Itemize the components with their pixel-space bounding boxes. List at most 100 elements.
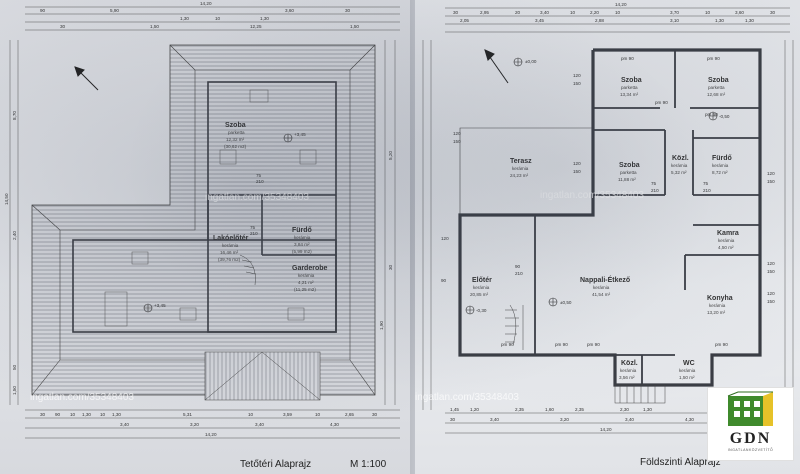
gf-room-name-kozl2: Közl. <box>621 360 638 367</box>
bottom-dimension-texts: 30 90 10 1,30 10 1,30 5,31 10 3,59 10 2,… <box>40 412 378 437</box>
top-dimension-lines <box>25 6 400 31</box>
room-lakoeloter: Lakóelőtér kerámia 16,46 m² (39,76 m2) <box>213 235 249 262</box>
gdn-logo: GDN INGATLANKÖZVETÍTŐ <box>707 387 794 461</box>
dim-bottom-14: 3,40 <box>255 422 264 427</box>
gf-room-line-kozl-1: 5,32 m² <box>671 170 687 175</box>
dim-bottom-2: 10 <box>70 412 76 417</box>
gf-win-5: 150 <box>453 139 461 144</box>
dim-side-7: 1,50 <box>12 386 17 395</box>
gf-dim-bottom-7: 30 <box>450 417 456 422</box>
room-line-szoba-1: 12,32 m² <box>226 137 245 142</box>
gf-dim-top-11: 30 <box>770 10 776 15</box>
gf-dim-top-4: 3,40 <box>540 10 549 15</box>
gf-dim-bottom-11: 4,30 <box>685 417 694 422</box>
gf-sill-6: pm 60 <box>705 112 718 117</box>
gf-dim-bottom-10: 3,40 <box>625 417 634 422</box>
room-line-lakoeloter-0: kerámia <box>222 243 239 248</box>
gf-win-11: 210 <box>515 271 523 276</box>
gf-room-name-konyha: Konyha <box>707 295 733 302</box>
dim-top-2: 5,90 <box>110 8 119 13</box>
room-furdo: Fürdő kerámia 3,84 m² (5,99 m2) <box>292 227 312 254</box>
gf-room-eloter: Előtér kerámia 20,85 m² <box>470 277 492 297</box>
entry-steps <box>614 384 666 404</box>
dim-top-7: 30 <box>345 8 351 13</box>
gf-bottom-dimension-texts: 1,45 1,20 2,35 1,60 2,35 2,30 1,30 30 3,… <box>450 407 694 432</box>
gf-dim-top-7: 10 <box>615 10 621 15</box>
room-name-furdo: Fürdő <box>292 227 312 234</box>
gf-dim-bottom-6: 1,30 <box>643 407 652 412</box>
gf-level-1: -0,50 <box>719 114 730 119</box>
gf-dim-top-1: 30 <box>453 10 459 15</box>
room-line-furdo-1: 3,84 m² <box>294 242 310 247</box>
gf-dim-top-5: 10 <box>570 10 576 15</box>
dim-side-5: 1,90 <box>379 321 384 330</box>
room-line-garderobe-0: kerámia <box>298 273 315 278</box>
gf-level-2: ±0,50 <box>560 300 572 305</box>
gf-win-3: 150 <box>573 169 581 174</box>
gf-room-line-konyha-1: 13,20 m² <box>707 310 726 315</box>
room-line-szoba-2: (30,62 m2) <box>224 144 247 149</box>
gf-win-19: 150 <box>767 299 775 304</box>
level-1: +3,45 <box>294 132 306 137</box>
gf-room-line-kozl2-0: kerámia <box>620 368 637 373</box>
gf-room-terasz: Terasz kerámia 24,23 m² <box>510 158 532 178</box>
dim-bottom-16: 14,20 <box>205 432 217 437</box>
gf-win-6: 120 <box>767 171 775 176</box>
gf-dim-bottom-3: 1,60 <box>545 407 554 412</box>
room-line-lakoeloter-2: (39,76 m2) <box>218 257 241 262</box>
gf-dim-top-0: 14,20 <box>615 2 627 7</box>
gf-room-name-szoba3: Szoba <box>619 162 640 169</box>
dim-bottom-15: 4,30 <box>330 422 339 427</box>
gf-level-3: -0,30 <box>476 308 487 313</box>
gf-dim-bottom-1: 1,20 <box>470 407 479 412</box>
gf-win-7: 150 <box>767 179 775 184</box>
dim-bottom-6: 5,31 <box>183 412 192 417</box>
dim-bottom-9: 10 <box>315 412 321 417</box>
gf-sill-labels: pm 90 pm 90 pm 90 pm 90 pm 90 pm 90 pm 6… <box>501 56 728 347</box>
gf-room-line-furdo-1: 8,72 m² <box>712 170 728 175</box>
gf-room-nappali: Nappali-Étkező kerámia 41,54 m² <box>580 275 630 297</box>
gf-room-line-kozl2-1: 3,56 m² <box>619 375 635 380</box>
gf-dim-top-17: 1,30 <box>745 18 754 23</box>
gf-room-line-wc-1: 1,50 m² <box>679 375 695 380</box>
door-label-2: 75 <box>250 225 256 230</box>
attic-plan-title: Tetőtéri Alaprajz <box>240 459 311 470</box>
gf-level-marker-2: ±0,50 <box>548 297 572 307</box>
gf-win-15: 210 <box>703 188 711 193</box>
gf-top-dimension-texts: 14,20 30 2,95 20 3,40 10 2,20 10 3,70 10… <box>453 2 776 23</box>
dim-bottom-1: 90 <box>55 412 61 417</box>
gf-win-0: 120 <box>573 73 581 78</box>
gf-room-name-szoba2: Szoba <box>708 77 729 84</box>
top-dimension-texts: 14,20 90 5,90 1,30 10 1,30 3,60 30 30 1,… <box>40 1 359 29</box>
room-line-garderobe-2: (11,25 m2) <box>294 287 316 292</box>
gf-room-line-szoba3-1: 11,88 m² <box>618 177 636 182</box>
gf-dim-top-16: 1,30 <box>715 18 724 23</box>
dim-top-8: 30 <box>60 24 66 29</box>
north-arrow-icon <box>74 66 99 91</box>
dim-bottom-5: 1,30 <box>112 412 121 417</box>
dim-side-2: 2,40 <box>12 231 17 240</box>
gf-window-labels: 120 150 120 150 120 150 120 150 90 120 9… <box>441 73 775 304</box>
gf-sill-4: pm 90 <box>587 342 600 347</box>
room-garderobe: Garderobe kerámia 4,21 m² (11,25 m2) <box>292 265 328 292</box>
gf-win-9: 120 <box>441 236 449 241</box>
gf-dim-bottom-8: 3,40 <box>490 417 499 422</box>
dim-side-1: 8,70 <box>12 111 17 120</box>
gf-stair <box>505 304 524 350</box>
gf-room-line-szoba3-0: parketta <box>620 170 637 175</box>
gf-sill-2: pm 90 <box>501 342 514 347</box>
dim-top-10: 12,25 <box>250 24 262 29</box>
gf-room-line-eloter-1: 20,85 m² <box>470 292 489 297</box>
gf-side-dimension-lines <box>422 40 794 410</box>
door-label-3: 210 <box>250 231 258 236</box>
gf-win-8: 90 <box>441 278 447 283</box>
stair <box>239 254 257 286</box>
gf-room-line-kamra-1: 4,50 m² <box>718 245 734 250</box>
room-name-szoba: Szoba <box>225 122 246 129</box>
gf-room-line-szoba2-0: parketta <box>708 85 725 90</box>
attic-floor-plan-sheet: 14,20 90 5,90 1,30 10 1,30 3,60 30 30 1,… <box>0 0 410 474</box>
dim-bottom-13: 3,20 <box>190 422 199 427</box>
gf-dim-top-2: 2,95 <box>480 10 489 15</box>
room-line-garderobe-1: 4,21 m² <box>298 280 314 285</box>
gf-room-line-kozl-0: kerámia <box>671 163 688 168</box>
